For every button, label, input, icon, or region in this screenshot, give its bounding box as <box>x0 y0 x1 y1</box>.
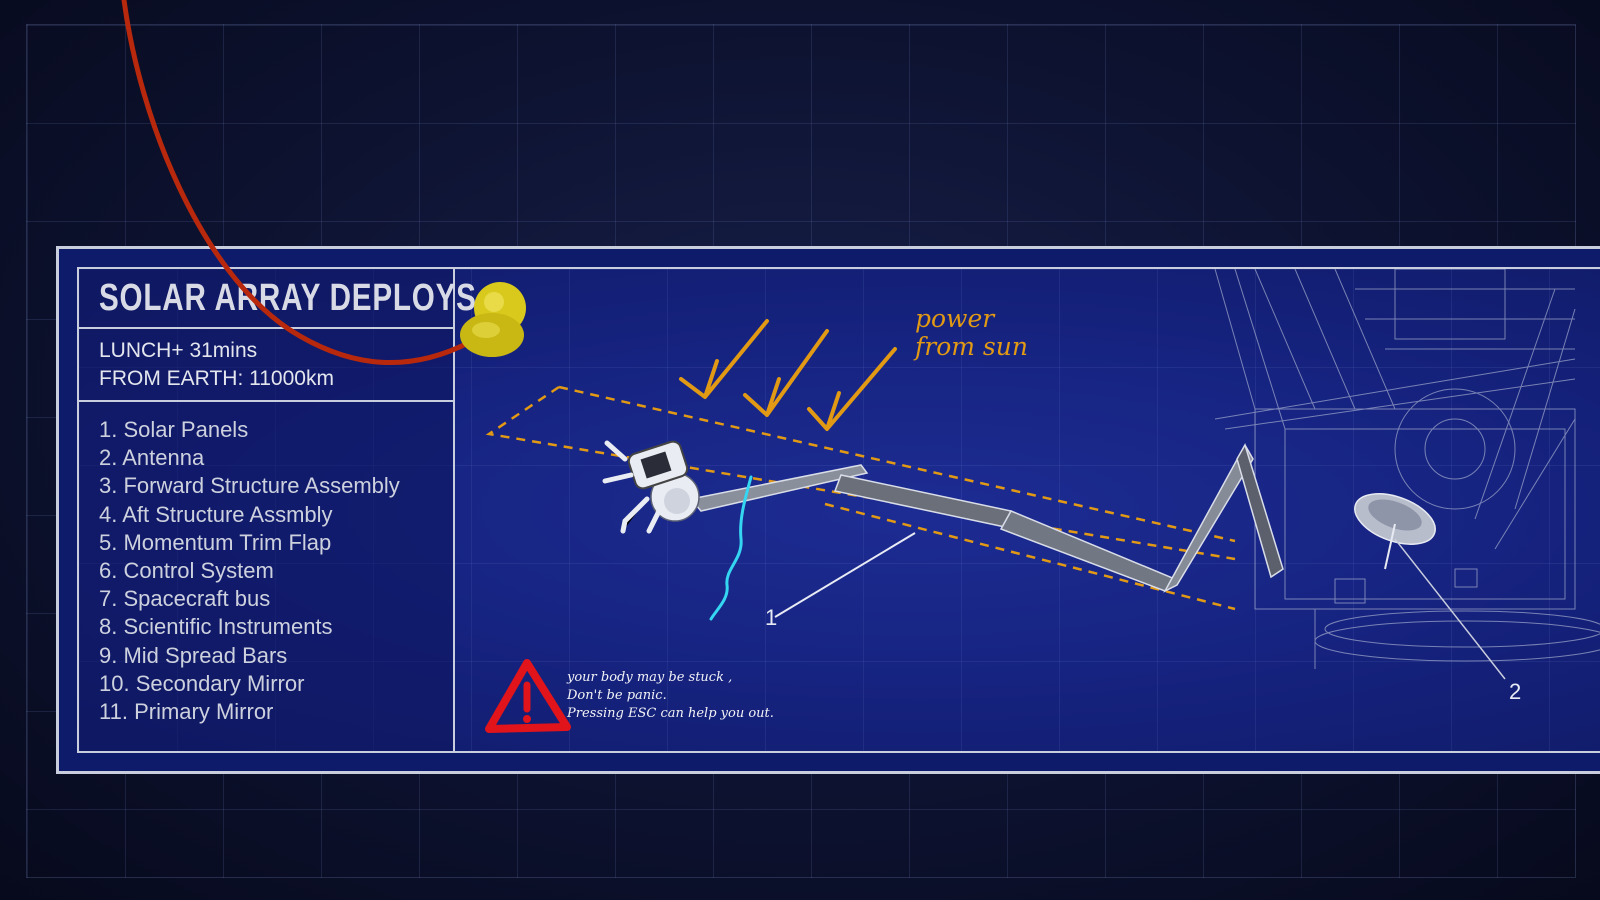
cyan-scribble <box>709 475 753 621</box>
list-item: 1. Solar Panels <box>99 417 249 442</box>
power-note-line2: from sun <box>915 332 1028 361</box>
sunlight-area-top <box>558 385 1236 543</box>
warning-icon <box>485 659 571 733</box>
solar-array <box>689 443 1284 593</box>
mission-info: LUNCH+ 31mins FROM EARTH: 11000km <box>79 329 453 402</box>
hint-line3: Pressing ESC can help you out. <box>567 706 774 721</box>
callout-line-2 <box>1394 538 1506 680</box>
component-list: 1. Solar Panels 2. Antenna 3. Forward St… <box>79 402 453 726</box>
hint-line1: your body may be stuck , <box>567 670 733 685</box>
launch-time: LUNCH+ 31mins <box>99 339 258 362</box>
push-pin-icon <box>460 282 526 357</box>
sunlight-area-bottom <box>824 502 1236 611</box>
astronaut-icon <box>602 440 700 534</box>
list-item: 8. Scientific Instruments <box>99 614 333 640</box>
list-item: 5. Momentum Trim Flap <box>99 529 332 555</box>
blueprint-board: SOLAR ARRAY DEPLOYS LUNCH+ 31mins FROM E… <box>56 246 1600 774</box>
title-box: SOLAR ARRAY DEPLOYS <box>79 269 476 329</box>
list-item: 4. Aft Structure Assmbly <box>99 501 333 527</box>
blueprint-inner-frame: SOLAR ARRAY DEPLOYS LUNCH+ 31mins FROM E… <box>77 267 1600 753</box>
list-item: 2. Antenna <box>99 445 205 471</box>
list-item: 3. Forward Structure Assembly <box>99 473 400 499</box>
info-panel: SOLAR ARRAY DEPLOYS LUNCH+ 31mins FROM E… <box>79 269 476 751</box>
power-note: power from sun <box>915 305 1028 361</box>
sun-arrows <box>679 319 897 431</box>
sunlight-area-outline <box>485 385 1236 561</box>
page-title: SOLAR ARRAY DEPLOYS <box>99 276 477 319</box>
callout-line-1 <box>774 532 916 618</box>
escape-hint: your body may be stuck , Don't be panic.… <box>567 669 774 723</box>
list-item: 11. Primary Mirror <box>99 699 274 725</box>
callout-label-1: 1 <box>765 605 778 630</box>
antenna-dish-icon <box>1354 493 1436 570</box>
list-item: 6. Control System <box>99 558 274 584</box>
list-item: 9. Mid Spread Bars <box>99 642 288 668</box>
spacecraft-wireframe <box>1214 269 1600 669</box>
hint-line2: Don't be panic. <box>567 688 667 703</box>
callout-label-2: 2 <box>1509 679 1522 704</box>
distance-from-earth: FROM EARTH: 11000km <box>99 367 334 390</box>
list-item: 7. Spacecraft bus <box>99 586 271 612</box>
list-item: 10. Secondary Mirror <box>99 670 305 696</box>
power-note-line1: power <box>915 304 995 333</box>
diagram-drawing <box>485 269 1600 733</box>
deployment-diagram: power from sun 1 2 your body may be stuc… <box>455 269 1600 751</box>
